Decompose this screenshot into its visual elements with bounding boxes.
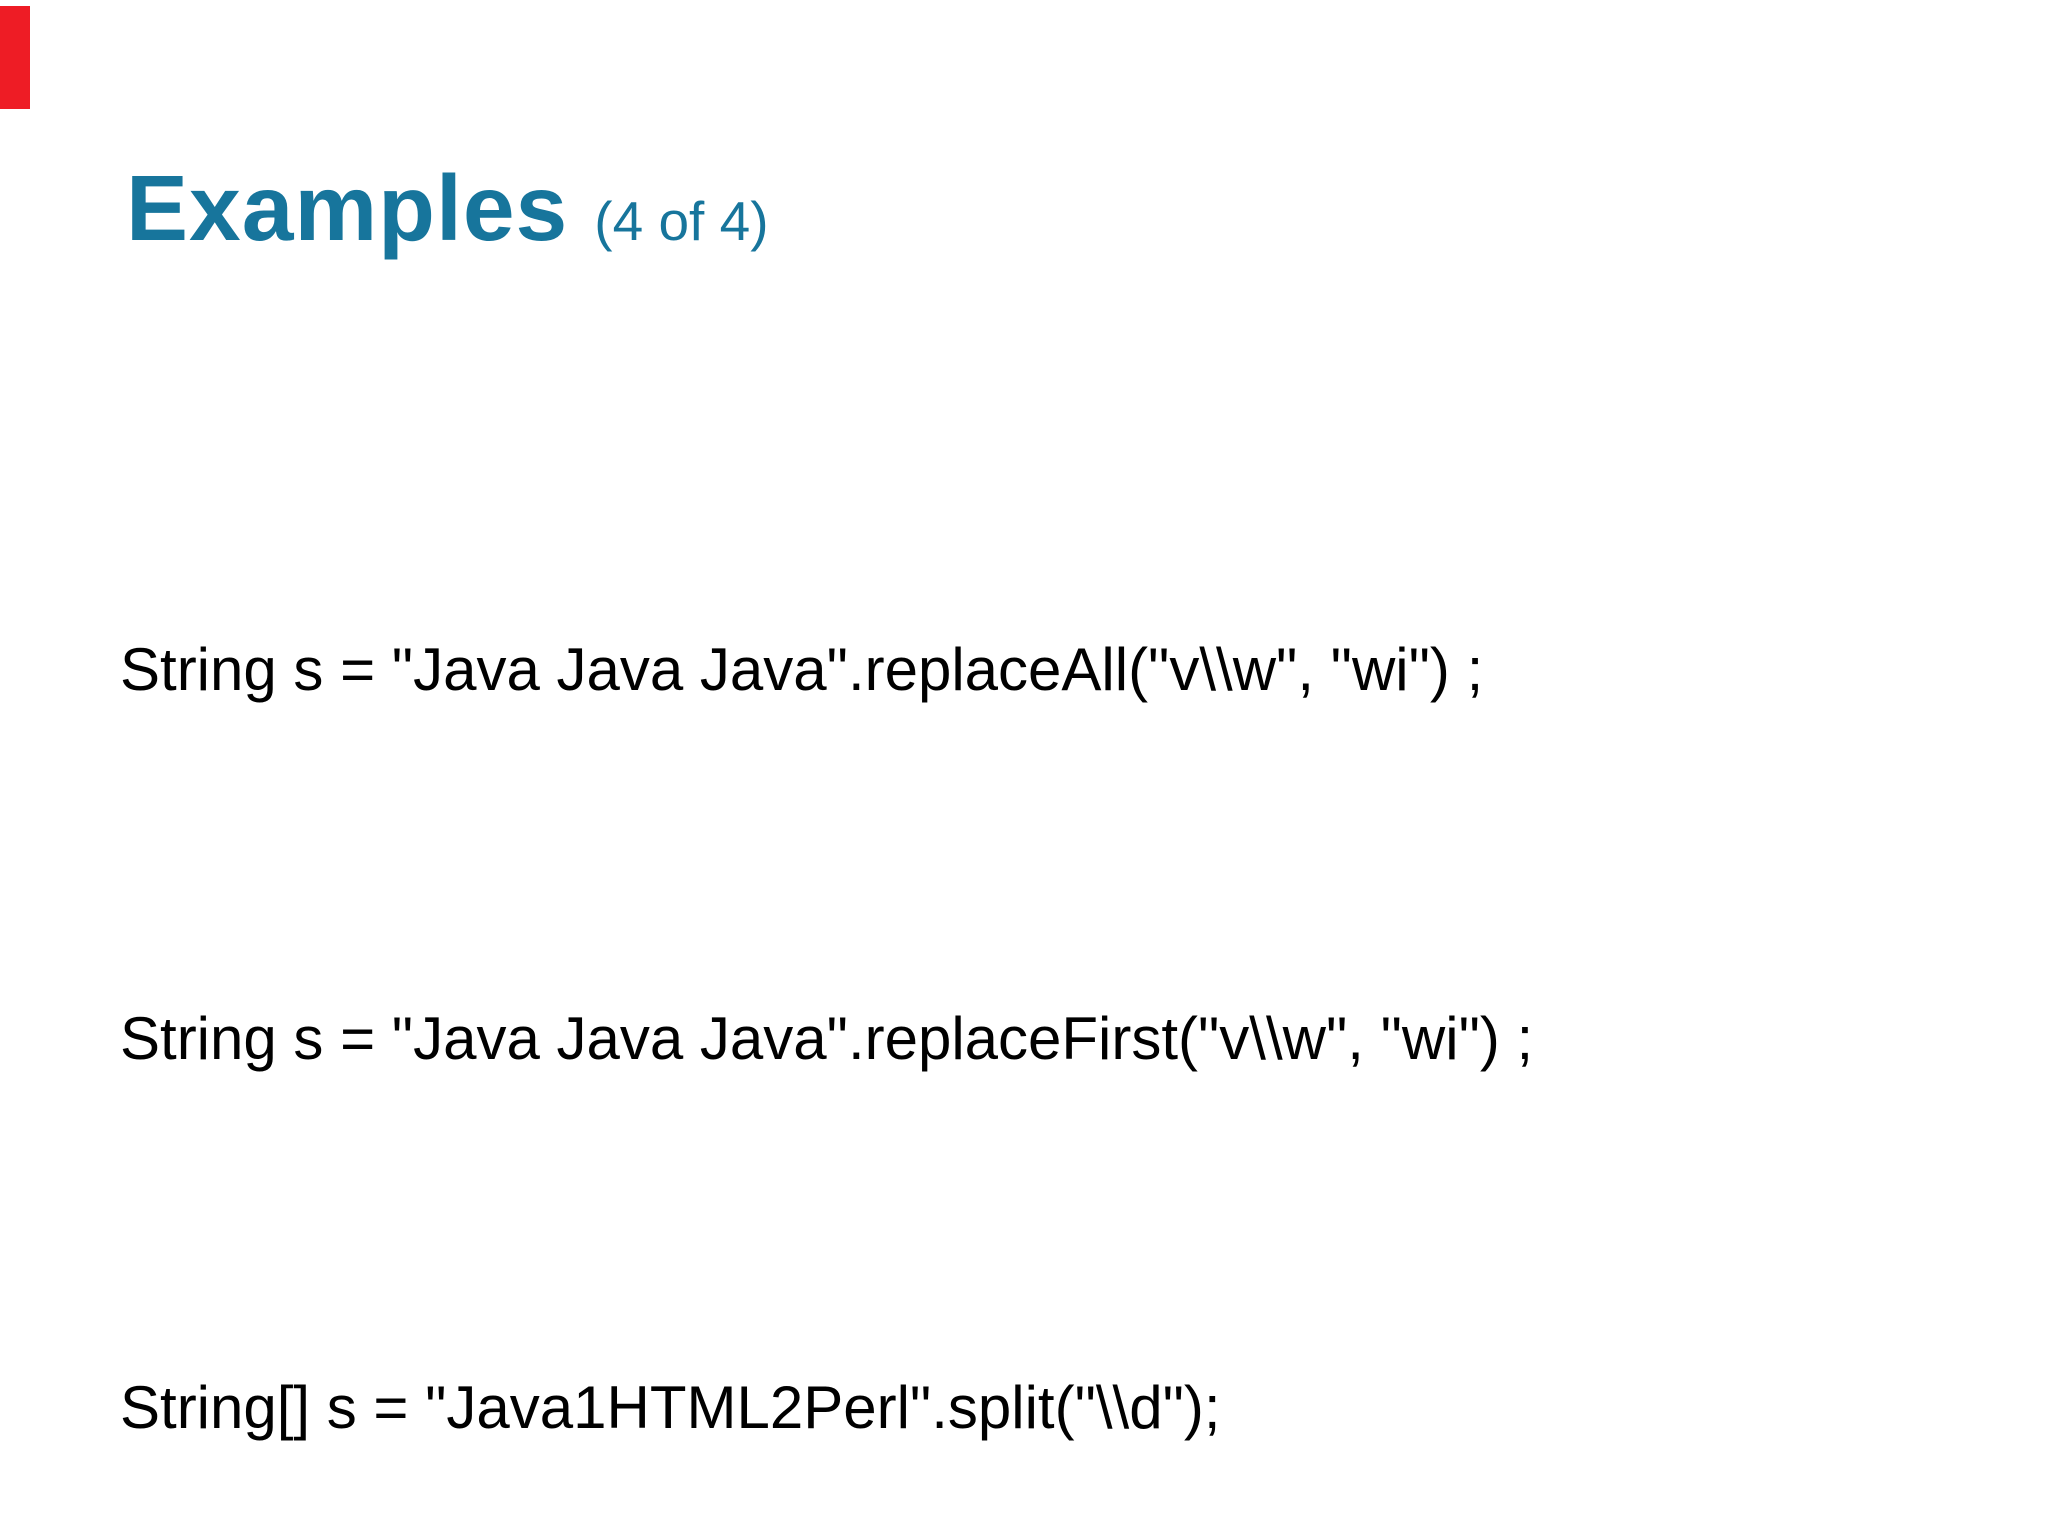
code-block: String s = "Java Java Java".replaceAll("…: [120, 362, 1533, 1536]
slide-footer: P Pearson Copyright © 2024 Pearson Educa…: [0, 1426, 2048, 1536]
code-line-replaceall: String s = "Java Java Java".replaceAll("…: [120, 636, 1484, 703]
red-annotation-marker: [0, 6, 30, 109]
slide-title-suffix: (4 of 4): [594, 190, 769, 252]
slide-title: Examples (4 of 4): [126, 150, 769, 266]
code-line-split: String[] s = "Java1HTML2Perl".split("\\d…: [120, 1374, 1221, 1441]
code-line-replacefirst: String s = "Java Java Java".replaceFirst…: [120, 1005, 1534, 1072]
slide-title-text: Examples: [126, 156, 569, 260]
